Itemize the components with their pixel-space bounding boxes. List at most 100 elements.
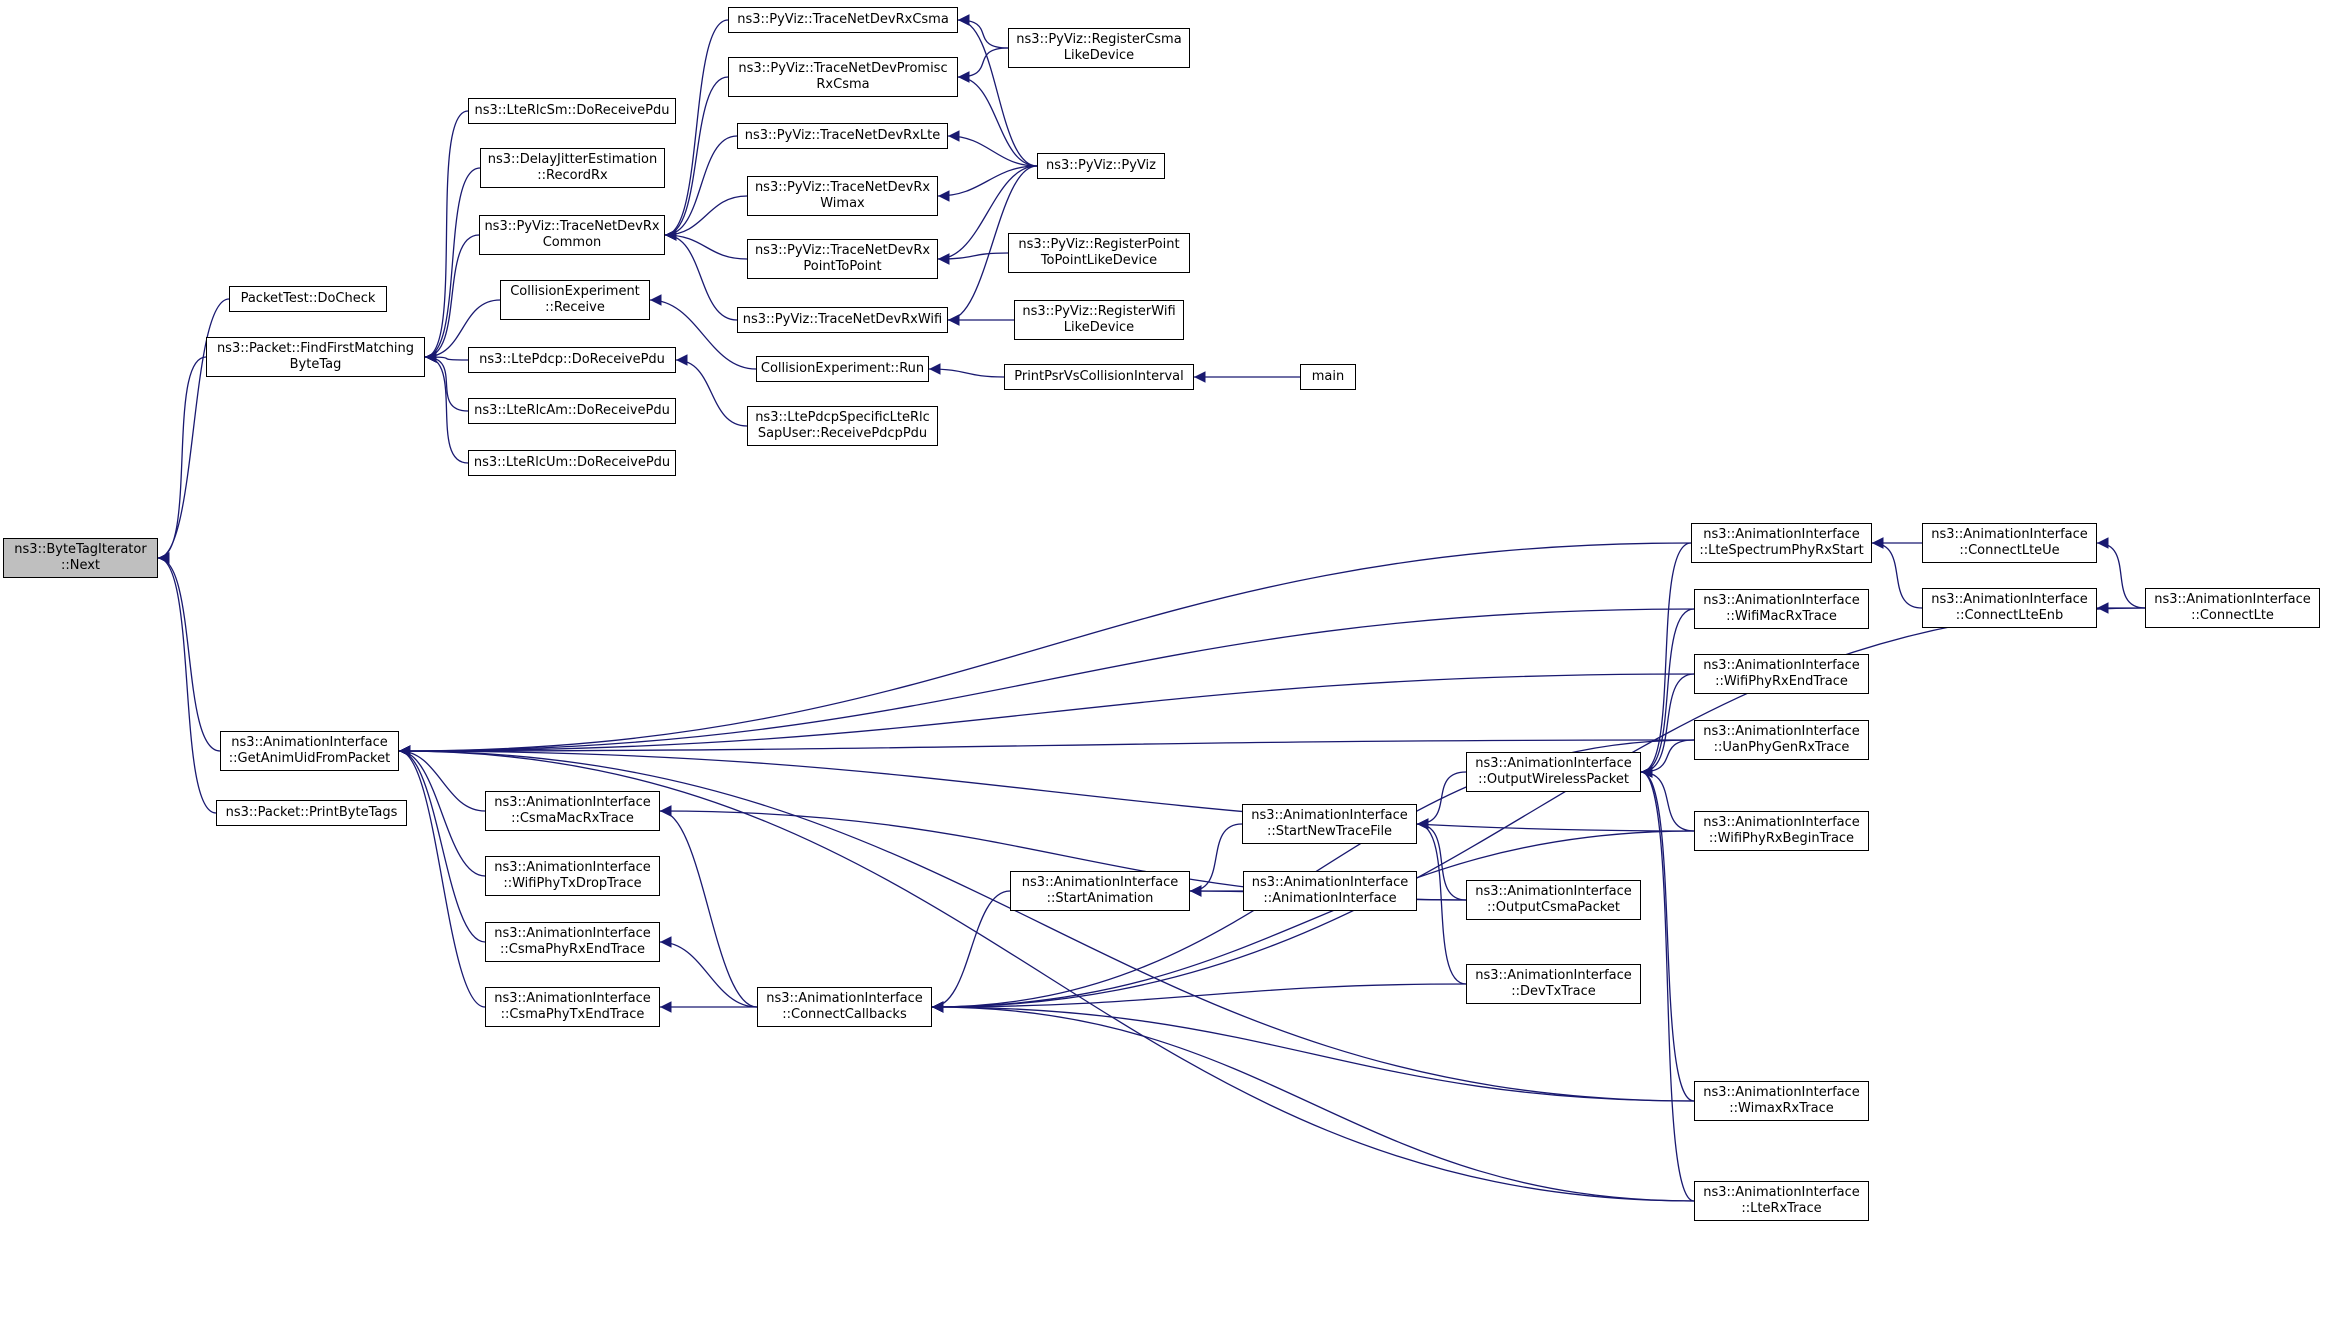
node-label-line: ::CsmaMacRxTrace xyxy=(511,811,634,826)
node-label-line: ::WifiPhyRxEndTrace xyxy=(1715,674,1848,689)
node-label-line: ::LteSpectrumPhyRxStart xyxy=(1699,543,1864,558)
edge-sntf-ocp xyxy=(1416,818,1467,901)
edge-rxp2p-pyviz xyxy=(937,165,1038,265)
node-collisionexperiment-run[interactable]: CollisionExperiment::Run xyxy=(756,356,929,382)
node-label-line: CollisionExperiment::Run xyxy=(760,361,925,376)
node-label-line: ::ConnectLteUe xyxy=(1959,543,2060,558)
node-label-line: ns3::AnimationInterface xyxy=(1251,808,1408,823)
node-label-line: ::Receive xyxy=(545,300,605,315)
node-ns3-animationinterface-connectlte[interactable]: ns3::AnimationInterface::ConnectLte xyxy=(2145,588,2320,628)
node-label-line: ns3::AnimationInterface xyxy=(1703,724,1860,739)
edge-gau-ltesp xyxy=(398,542,1692,757)
node-label-line: ns3::DelayJitterEstimation xyxy=(487,152,658,167)
edge-conncb-devtx xyxy=(931,983,1467,1013)
node-label-line: ::GetAnimUidFromPacket xyxy=(228,751,391,766)
node-packettest-docheck[interactable]: PacketTest::DoCheck xyxy=(229,286,387,312)
node-ns3-ltepdcp-doreceivepdu[interactable]: ns3::LtePdcp::DoReceivePdu xyxy=(468,347,676,373)
node-label-line: ::ConnectLte xyxy=(2191,608,2274,623)
node-label-line: ns3::AnimationInterface xyxy=(231,735,388,750)
node-ns3-animationinterface-wifimacrxtrace[interactable]: ns3::AnimationInterface::WifiMacRxTrace xyxy=(1694,589,1869,629)
node-main[interactable]: main xyxy=(1300,364,1356,390)
edge-next-pbt xyxy=(157,552,217,814)
node-label-line: ns3::PyViz::TraceNetDevRx xyxy=(484,219,660,234)
node-ns3-animationinterface-wimaxrxtrace[interactable]: ns3::AnimationInterface::WimaxRxTrace xyxy=(1694,1081,1869,1121)
node-label-line: ::UanPhyGenRxTrace xyxy=(1713,740,1850,755)
node-label-line: ::LteRxTrace xyxy=(1741,1201,1822,1216)
node-label-line: ::OutputCsmaPacket xyxy=(1487,900,1620,915)
node-ns3-animationinterface-wifiphyrxendtrace[interactable]: ns3::AnimationInterface::WifiPhyRxEndTra… xyxy=(1694,654,1869,694)
node-printpsrvscollisioninterval[interactable]: PrintPsrVsCollisionInterval xyxy=(1004,364,1194,390)
node-ns3-pyviz-pyviz[interactable]: ns3::PyViz::PyViz xyxy=(1037,153,1165,179)
edge-csmarx-regcsma xyxy=(957,14,1009,49)
node-ns3-animationinterface-ltespectrumphyrxstart[interactable]: ns3::AnimationInterface::LteSpectrumPhyR… xyxy=(1691,523,1872,563)
node-label-line: RxCsma xyxy=(816,77,870,92)
node-label-line: SapUser::ReceivePdcpPdu xyxy=(757,426,928,441)
node-ns3-bytetagiterator-next: ns3::ByteTagIterator::Next xyxy=(3,538,158,578)
node-ns3-animationinterface-outputwirelesspacket[interactable]: ns3::AnimationInterface::OutputWirelessP… xyxy=(1466,752,1641,792)
node-ns3-animationinterface-csmaphyrxendtrace[interactable]: ns3::AnimationInterface::CsmaPhyRxEndTra… xyxy=(485,922,660,962)
node-ns3-animationinterface-connectlteenb[interactable]: ns3::AnimationInterface::ConnectLteEnb xyxy=(1922,588,2097,628)
node-ns3-delayjitterestimation-recordrx[interactable]: ns3::DelayJitterEstimation::RecordRx xyxy=(480,148,665,188)
node-label-line: ns3::AnimationInterface xyxy=(494,991,651,1006)
node-ns3-animationinterface-lterxtrace[interactable]: ns3::AnimationInterface::LteRxTrace xyxy=(1694,1181,1869,1221)
node-label-line: ns3::PyViz::TraceNetDevRxLte xyxy=(744,128,941,143)
edge-conncb-connlte xyxy=(931,607,2146,1013)
node-label-line: ns3::LteRlcAm::DoReceivePdu xyxy=(474,403,670,418)
edge-csmarxe-conncb xyxy=(659,936,758,1008)
node-ns3-pyviz-tracenetdevrxlte[interactable]: ns3::PyViz::TraceNetDevRxLte xyxy=(737,123,948,149)
node-ns3-packet-printbytetags[interactable]: ns3::Packet::PrintByteTags xyxy=(216,800,407,826)
node-label-line: ns3::PyViz::RegisterCsma xyxy=(1016,32,1182,47)
node-label-line: ns3::AnimationInterface xyxy=(1703,1085,1860,1100)
node-ns3-animationinterface-devtxtrace[interactable]: ns3::AnimationInterface::DevTxTrace xyxy=(1466,964,1641,1004)
node-label-line: ::Next xyxy=(60,558,101,573)
node-ns3-animationinterface-animationinterface[interactable]: ns3::AnimationInterface::AnimationInterf… xyxy=(1243,871,1417,911)
node-ns3-lterlcam-doreceivepdu[interactable]: ns3::LteRlcAm::DoReceivePdu xyxy=(468,398,676,424)
node-ns3-animationinterface-connectcallbacks[interactable]: ns3::AnimationInterface::ConnectCallback… xyxy=(757,987,932,1027)
node-label-line: CollisionExperiment xyxy=(510,284,640,299)
node-ns3-pyviz-tracenetdevrxcsma[interactable]: ns3::PyViz::TraceNetDevRxCsma xyxy=(728,7,958,33)
edge-rxp2p-regp2p xyxy=(937,252,1009,265)
edge-conncb-startanim xyxy=(931,890,1011,1013)
node-label-line: ns3::AnimationInterface xyxy=(1703,527,1860,542)
node-label-line: ToPointLikeDevice xyxy=(1040,253,1158,268)
node-ns3-animationinterface-uanphygenrxtrace[interactable]: ns3::AnimationInterface::UanPhyGenRxTrac… xyxy=(1694,720,1869,760)
edge-ffm-rlcsm xyxy=(424,110,469,363)
node-label-line: PointToPoint xyxy=(803,259,882,274)
node-label-line: ::WimaxRxTrace xyxy=(1729,1101,1834,1116)
node-ns3-lterlcsm-doreceivepdu[interactable]: ns3::LteRlcSm::DoReceivePdu xyxy=(468,98,676,124)
node-label-line: ns3::LteRlcUm::DoReceivePdu xyxy=(473,455,671,470)
node-ns3-animationinterface-startanimation[interactable]: ns3::AnimationInterface::StartAnimation xyxy=(1010,871,1190,911)
node-label-line: ::StartNewTraceFile xyxy=(1266,824,1393,839)
node-label-line: ::OutputWirelessPacket xyxy=(1478,772,1629,787)
node-ns3-pyviz-tracenetdevrxwifi[interactable]: ns3::PyViz::TraceNetDevRxWifi xyxy=(737,307,948,333)
node-label-line: ::ConnectLteEnb xyxy=(1955,608,2064,623)
edge-promisc-pyviz xyxy=(957,71,1038,167)
node-ns3-animationinterface-csmamacrxtrace[interactable]: ns3::AnimationInterface::CsmaMacRxTrace xyxy=(485,791,660,831)
edge-csmarx-pyviz xyxy=(957,14,1038,167)
node-ns3-animationinterface-csmaphytxendtrace[interactable]: ns3::AnimationInterface::CsmaPhyTxEndTra… xyxy=(485,987,660,1027)
node-ns3-animationinterface-getanimuidfrompacket[interactable]: ns3::AnimationInterface::GetAnimUidFromP… xyxy=(220,731,399,771)
edge-tndrc-promisc xyxy=(664,76,729,241)
node-collisionexperiment-receive[interactable]: CollisionExperiment::Receive xyxy=(500,280,650,320)
edge-cerun-ppvci xyxy=(928,363,1005,378)
edge-owp-wifimac xyxy=(1640,608,1695,778)
node-ns3-animationinterface-connectlteue[interactable]: ns3::AnimationInterface::ConnectLteUe xyxy=(1922,523,2097,563)
node-label-line: ns3::PyViz::TraceNetDevRxWifi xyxy=(742,312,943,327)
node-label-line: ns3::PyViz::RegisterPoint xyxy=(1018,237,1180,252)
node-ns3-lterlcum-doreceivepdu[interactable]: ns3::LteRlcUm::DoReceivePdu xyxy=(468,450,676,476)
node-ns3-animationinterface-startnewtracefile[interactable]: ns3::AnimationInterface::StartNewTraceFi… xyxy=(1242,804,1417,844)
node-label-line: LikeDevice xyxy=(1063,48,1135,63)
node-ns3-animationinterface-wifiphyrxbegintrace[interactable]: ns3::AnimationInterface::WifiPhyRxBeginT… xyxy=(1694,811,1869,851)
node-ns3-animationinterface-outputcsmapacket[interactable]: ns3::AnimationInterface::OutputCsmaPacke… xyxy=(1466,880,1641,920)
node-ns3-animationinterface-wifiphytxdroptrace[interactable]: ns3::AnimationInterface::WifiPhyTxDropTr… xyxy=(485,856,660,896)
node-label-line: ns3::AnimationInterface xyxy=(1931,592,2088,607)
